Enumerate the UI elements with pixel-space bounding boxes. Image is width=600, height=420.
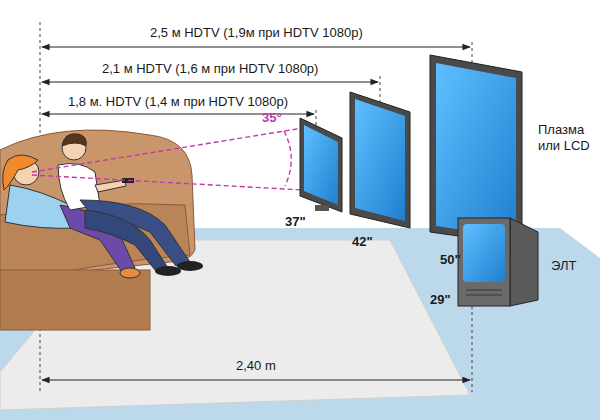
angle-label: 35°	[262, 110, 282, 126]
dimension-label: 1,8 м. HDTV (1,4 м при HDTV 1080p)	[68, 94, 288, 110]
dimension-label: 2,40 m	[236, 358, 276, 374]
screen-size-label: 29"	[430, 292, 451, 308]
tv-type-label: ЭЛТ	[551, 258, 576, 274]
screen-size-label: 37"	[285, 214, 306, 230]
screen-size-label: 50"	[440, 252, 461, 268]
dimension-label: 2,5 м HDTV (1,9м при HDTV 1080p)	[150, 25, 363, 41]
screen-size-label: 42"	[352, 234, 373, 250]
guide-lines	[40, 22, 472, 392]
crt-tv	[458, 218, 538, 306]
view-angle-lines	[32, 128, 303, 190]
dimension-label: 2,1 м HDTV (1,6 м при HDTV 1080p)	[102, 61, 318, 77]
tv-37	[300, 118, 342, 212]
man-figure	[58, 134, 203, 276]
tv-type-label: Плазма или LCD	[538, 122, 596, 154]
couch	[0, 130, 195, 330]
tv-42	[350, 92, 410, 228]
tv-50	[430, 55, 522, 245]
